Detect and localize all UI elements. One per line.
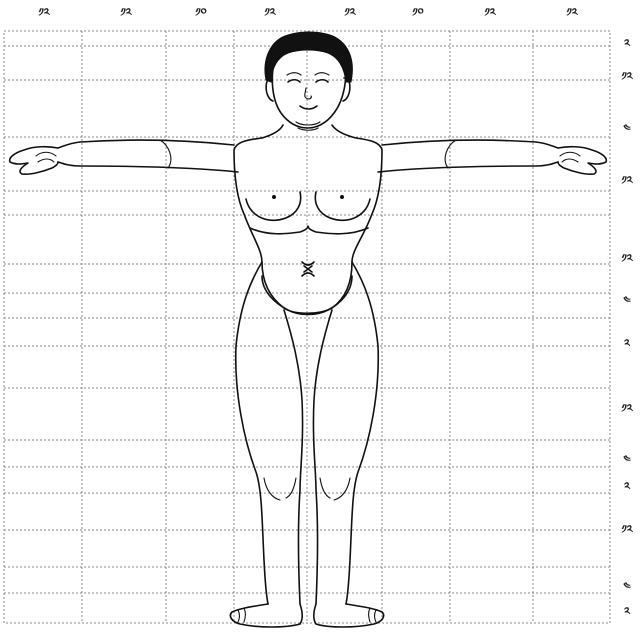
top-tick-label: ༡༢ xyxy=(566,6,578,19)
right-tick-label: ༡༢ xyxy=(621,523,633,536)
right-foot xyxy=(314,604,384,627)
top-tick-label: ༡༢ xyxy=(120,6,132,19)
top-tick-label: ༡༠ xyxy=(195,6,206,19)
left-leg xyxy=(236,262,303,604)
mouth xyxy=(300,106,317,109)
left-arm xyxy=(58,140,238,172)
right-tick-label: ༡༢ xyxy=(621,70,633,83)
human-figure xyxy=(10,32,607,627)
right-leg xyxy=(313,262,378,604)
left-foot xyxy=(230,604,302,627)
top-tick-label: ༡༢ xyxy=(264,6,276,19)
right-hand xyxy=(558,147,606,175)
right-tick-label: ༡༢ xyxy=(621,402,633,415)
right-tick-label: ༤ xyxy=(622,294,631,307)
top-tick-label: ༡༠ xyxy=(412,6,423,19)
right-tick-label: ༢ xyxy=(624,605,631,618)
left-eye xyxy=(288,80,300,82)
right-tick-label: ༤ xyxy=(622,122,631,135)
right-tick-label: ༤ xyxy=(622,453,631,466)
right-tick-label: ༡༢ xyxy=(621,174,633,187)
measurement-grid xyxy=(4,31,610,623)
right-tick-label: ༡༢ xyxy=(621,252,633,265)
top-tick-label: ༡༢ xyxy=(484,6,496,19)
right-tick-label: ༢ xyxy=(624,480,631,493)
right-eye xyxy=(316,80,328,82)
right-tick-label: ༢ xyxy=(624,37,631,50)
top-tick-label: ༡༢ xyxy=(344,6,356,19)
right-tick-labels: ༢ ༡༢ ༤ ༡༢ ༡༢ ༤ ༢ ༡༢ ༤ ༢ ༡༢ ༤ ༢ xyxy=(621,37,633,618)
right-tick-label: ༤ xyxy=(622,580,631,593)
torso xyxy=(234,125,382,313)
right-arm xyxy=(378,140,558,172)
left-hand xyxy=(10,147,58,175)
right-tick-label: ༢ xyxy=(624,337,631,350)
top-tick-labels: ༡༢ ༡༢ ༡༠ ༡༢ ༡༢ ༡༠ ༡༢ ༡༢ xyxy=(38,6,578,19)
hair xyxy=(265,32,352,82)
head xyxy=(265,32,352,130)
top-tick-label: ༡༢ xyxy=(38,6,50,19)
nose xyxy=(305,88,312,99)
